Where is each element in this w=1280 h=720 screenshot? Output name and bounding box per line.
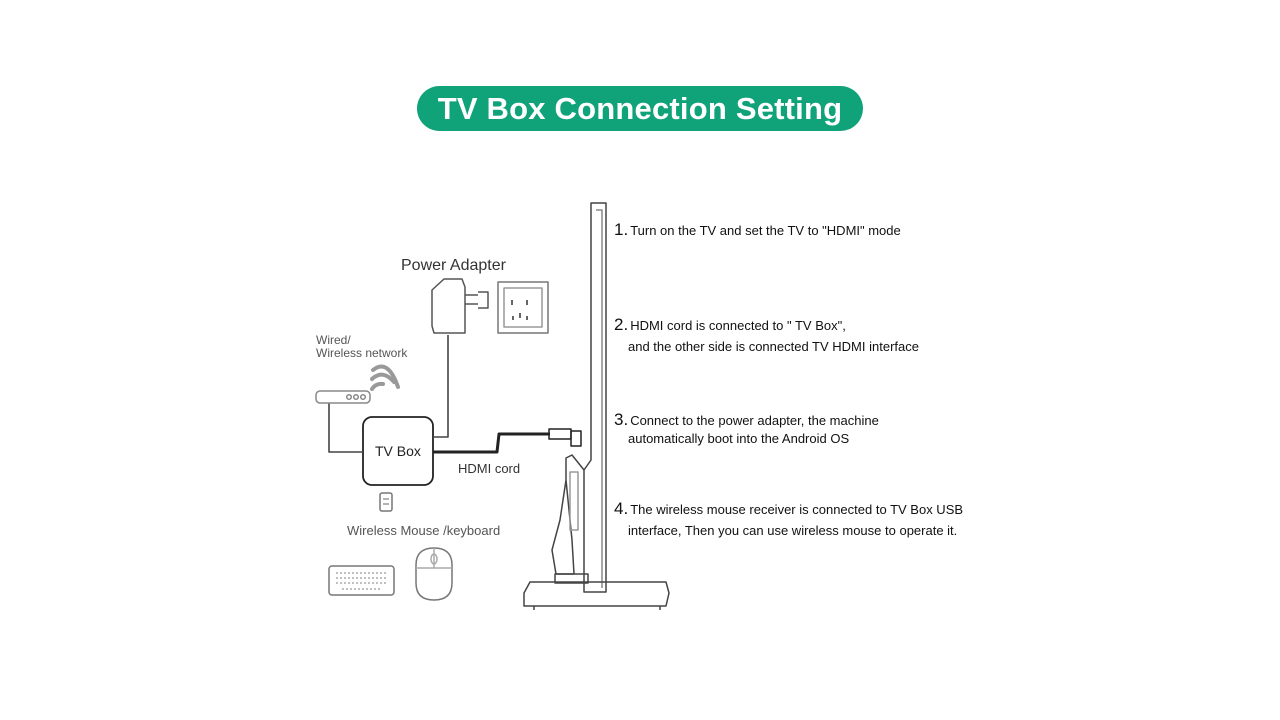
step-text: HDMI cord is connected to " TV Box",: [630, 318, 846, 333]
step-1: 1.Turn on the TV and set the TV to "HDMI…: [614, 220, 901, 240]
step-number: 1.: [614, 220, 629, 239]
step-text: Turn on the TV and set the TV to "HDMI" …: [630, 223, 901, 238]
keyboard-icon: [328, 565, 395, 596]
step-number: 4.: [614, 499, 629, 518]
step-2: 2.HDMI cord is connected to " TV Box", a…: [614, 315, 919, 354]
step-4: 4.The wireless mouse receiver is connect…: [614, 499, 963, 538]
tv-box-label: TV Box: [375, 443, 421, 459]
wifi-icon: [370, 364, 400, 391]
hdmi-cord-label: HDMI cord: [458, 461, 521, 476]
usb-receiver-icon: [379, 492, 393, 512]
tv-side-view-icon: [523, 202, 670, 610]
mouse-icon: [415, 547, 453, 601]
step-text: Connect to the power adapter, the machin…: [630, 413, 879, 428]
step-number: 2.: [614, 315, 629, 334]
router-icon: [315, 390, 371, 404]
step-3: 3.Connect to the power adapter, the mach…: [614, 410, 879, 446]
wireless-mouse-keyboard-label: Wireless Mouse /keyboard: [347, 523, 501, 538]
network-label-line2: Wireless network: [316, 346, 408, 360]
step-text-line2: and the other side is connected TV HDMI …: [628, 339, 919, 354]
page-title: TV Box Connection Setting: [417, 86, 863, 131]
step-text-line2: interface, Then you can use wireless mou…: [628, 523, 958, 538]
step-number: 3.: [614, 410, 629, 429]
power-adapter-icon: [431, 278, 489, 334]
network-label-line1: Wired/: [316, 333, 351, 347]
wall-socket-icon: [497, 281, 549, 334]
power-adapter-label: Power Adapter: [401, 257, 506, 274]
step-text-line2: automatically boot into the Android OS: [628, 431, 850, 446]
step-text: The wireless mouse receiver is connected…: [630, 502, 964, 517]
